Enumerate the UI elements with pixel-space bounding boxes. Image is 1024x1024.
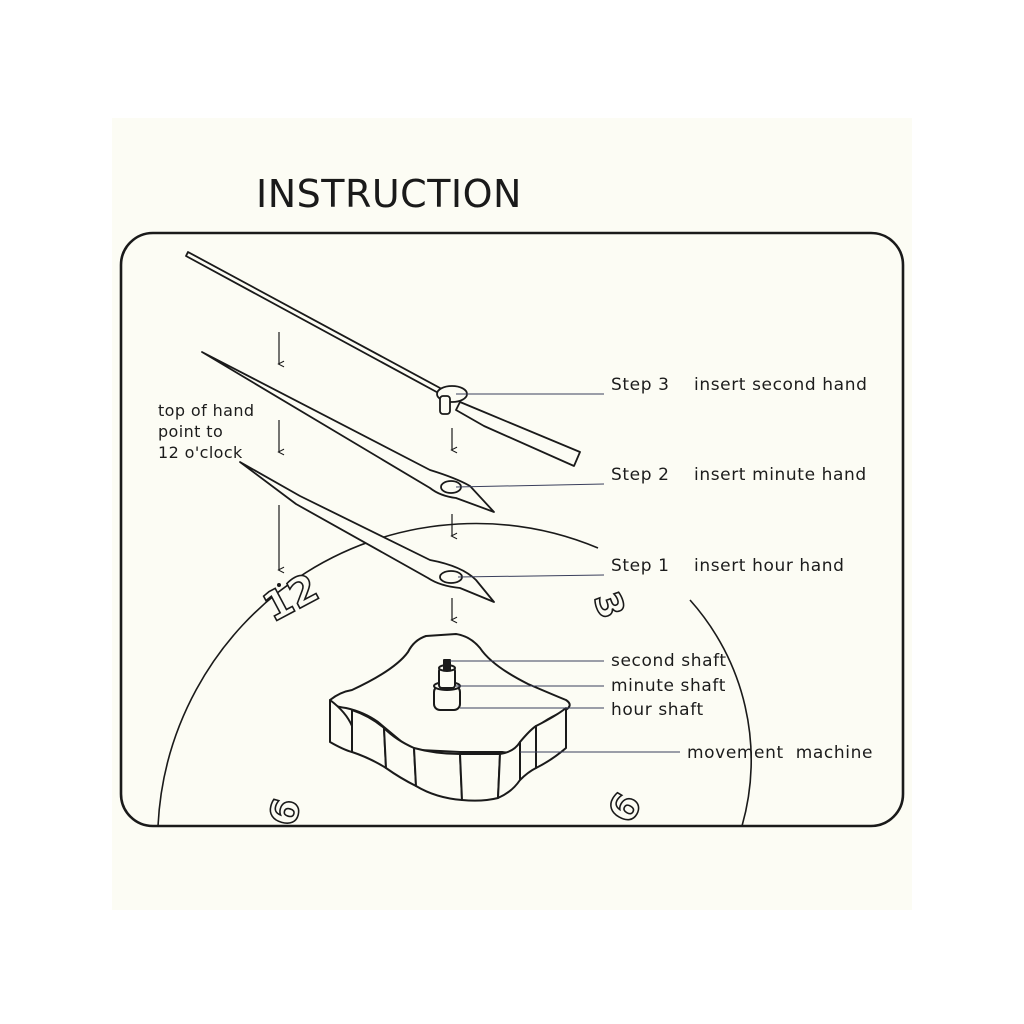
leader-lines <box>450 393 680 753</box>
step1-action: insert hour hand <box>694 556 845 576</box>
note-line-1: top of hand <box>158 401 255 420</box>
step3-action: insert second hand <box>694 375 868 395</box>
numeral-12: 12 <box>256 565 327 632</box>
movement-machine <box>329 633 571 802</box>
assembly-arrows <box>279 332 452 620</box>
second-hand <box>185 251 581 467</box>
hour-hand-blade <box>239 461 495 603</box>
minute-hand-blade <box>201 351 495 513</box>
movement-right-end <box>535 707 567 769</box>
hour-hand <box>239 461 495 603</box>
minute-shaft-label: minute shaft <box>611 676 726 696</box>
second-hand-pin <box>439 395 451 415</box>
second-hand-needle <box>185 251 445 397</box>
hour-shaft-label: hour shaft <box>611 700 704 720</box>
numeral-9: 9 <box>259 793 308 830</box>
leader-step2 <box>455 483 605 488</box>
note-line-3: 12 o'clock <box>158 443 243 462</box>
movement-machine-label: movement machine <box>687 743 874 763</box>
second-shaft-body <box>443 659 451 671</box>
numeral-6: 6 <box>599 785 650 830</box>
second-hand-tail <box>455 401 581 467</box>
step3-number: Step 3 <box>611 375 670 395</box>
minute-hand <box>201 351 495 513</box>
twelve-marker-dot <box>277 583 281 587</box>
movement-front-center <box>413 747 463 801</box>
note-line-2: point to <box>158 422 224 441</box>
step2-action: insert minute hand <box>694 465 867 485</box>
hand-position-note: top of hand point to 12 o'clock <box>158 400 254 463</box>
instruction-title: INSTRUCTION <box>256 172 522 216</box>
step1-number: Step 1 <box>611 556 670 576</box>
movement-front-right <box>459 753 501 802</box>
dial-arc-left <box>157 522 599 826</box>
second-shaft-label: second shaft <box>611 651 727 671</box>
leader-step1 <box>457 574 605 578</box>
diagram-frame <box>119 231 905 828</box>
dial-arc-right <box>689 599 753 826</box>
numeral-3: 3 <box>585 587 632 625</box>
step2-number: Step 2 <box>611 465 670 485</box>
